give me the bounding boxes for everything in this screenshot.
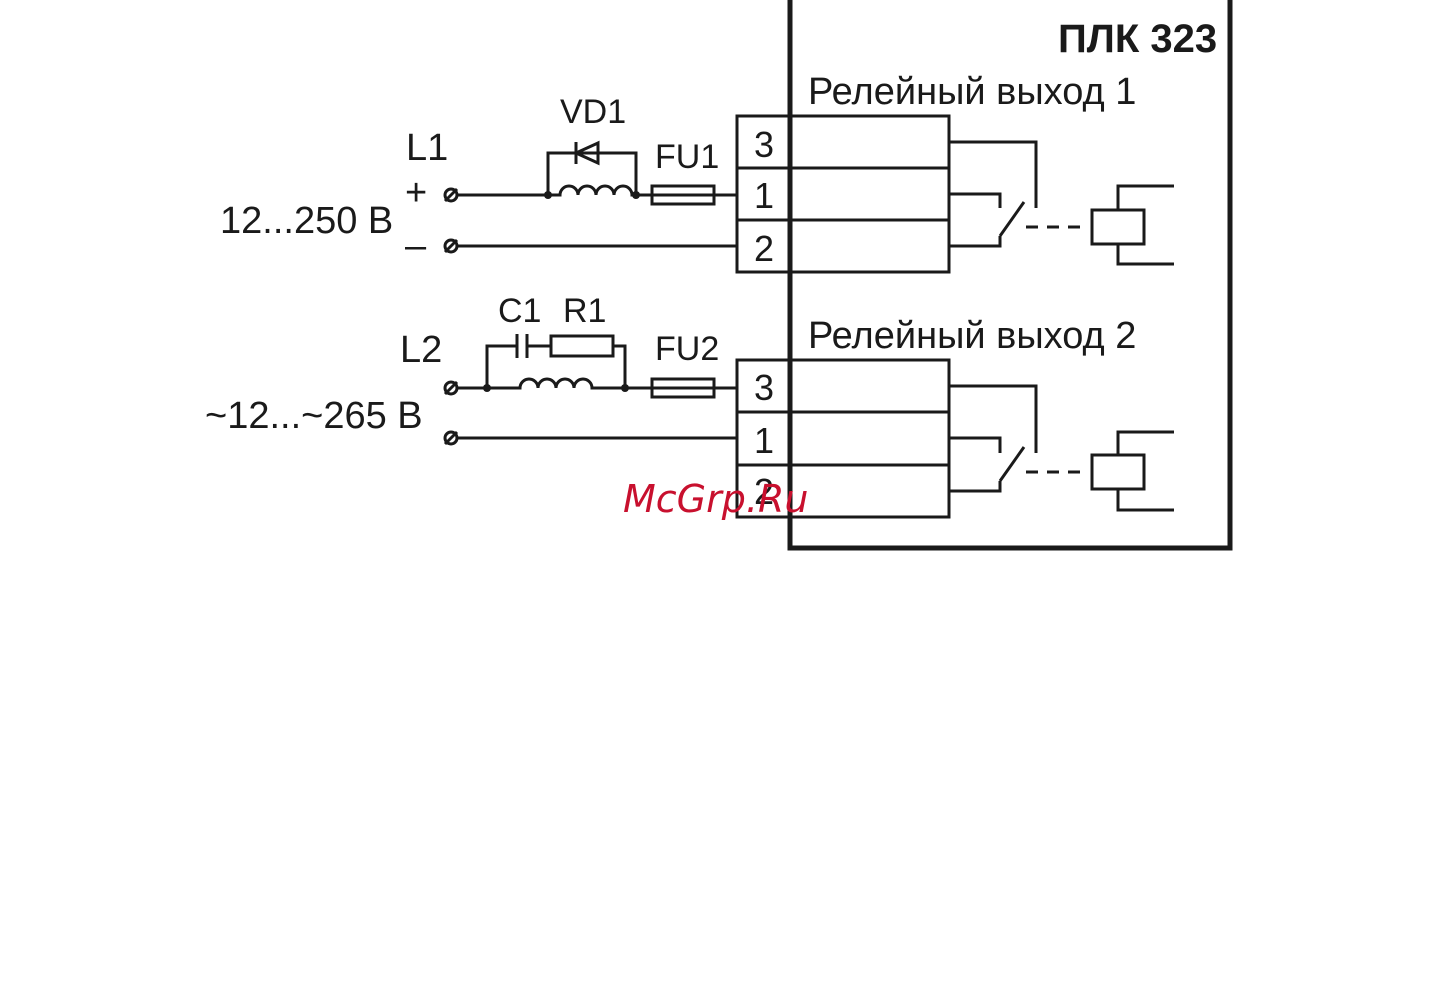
terminal-1-3: 3 [754, 124, 774, 165]
relay-output-1-label: Релейный выход 1 [808, 71, 1136, 113]
fu2-label: FU2 [655, 330, 719, 368]
watermark: McGrp.Ru [623, 477, 808, 521]
r1-label: R1 [563, 292, 606, 330]
plc-title: ПЛК 323 [1058, 17, 1217, 61]
relay-2-coil [1092, 432, 1174, 510]
relay-output-2-label: Релейный выход 2 [808, 315, 1136, 357]
fu1-label: FU1 [655, 138, 719, 176]
relay-1-contacts [949, 142, 1088, 246]
c1-label: C1 [498, 292, 541, 330]
terminal-minus [445, 240, 457, 252]
l2-label: L2 [400, 329, 442, 371]
vd1-label: VD1 [560, 93, 626, 131]
terminal-2-3: 3 [754, 367, 774, 408]
terminal-l2 [445, 382, 457, 394]
terminal-plus [445, 189, 457, 201]
terminal-1-2: 2 [754, 228, 774, 269]
minus-sign: – [405, 225, 427, 267]
l1-label: L1 [406, 127, 448, 169]
terminal-n2 [445, 432, 457, 444]
relay-2-contacts [949, 386, 1088, 491]
terminal-2-1: 1 [754, 420, 774, 461]
dc-voltage-label: 12...250 В [220, 200, 393, 242]
relay-1-coil [1092, 186, 1174, 264]
terminal-1-1: 1 [754, 175, 774, 216]
plus-sign: + [405, 172, 427, 214]
ac-voltage-label: ~12...~265 В [205, 395, 423, 437]
